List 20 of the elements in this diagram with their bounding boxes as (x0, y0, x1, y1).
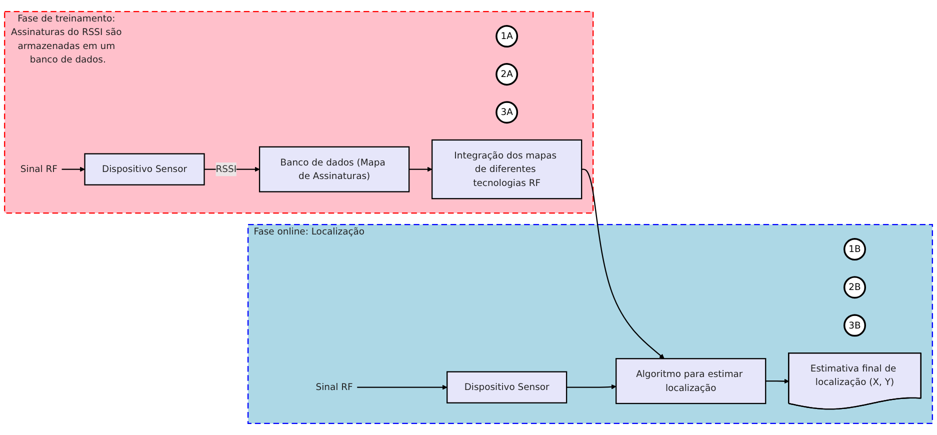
node-circle: 3A (496, 101, 518, 124)
node-box: Banco de dados (Mapa de Assinaturas) (258, 146, 410, 192)
node-text: Sinal RF (316, 382, 353, 392)
node-circle: 1A (496, 25, 518, 48)
node-box: Algoritmo para estimar localização (616, 358, 766, 404)
node-circle: 1B (844, 238, 866, 261)
node-box: Dispositivo Sensor (446, 371, 568, 404)
node-circle: 3B (844, 314, 866, 337)
edge-label: RSSI (216, 164, 237, 174)
node-circle: 2A (496, 63, 518, 86)
node-box: Dispositivo Sensor (84, 153, 205, 186)
node-text: Sinal RF (20, 164, 58, 174)
node-box: Integração dos mapas de diferentes tecnologias RF (432, 139, 582, 200)
arrow (582, 168, 664, 359)
node-circle: 2B (844, 276, 866, 299)
arrow (357, 384, 448, 390)
arrow (62, 166, 85, 172)
arrow (766, 378, 790, 384)
arrow (566, 384, 616, 390)
arrow (409, 166, 432, 172)
